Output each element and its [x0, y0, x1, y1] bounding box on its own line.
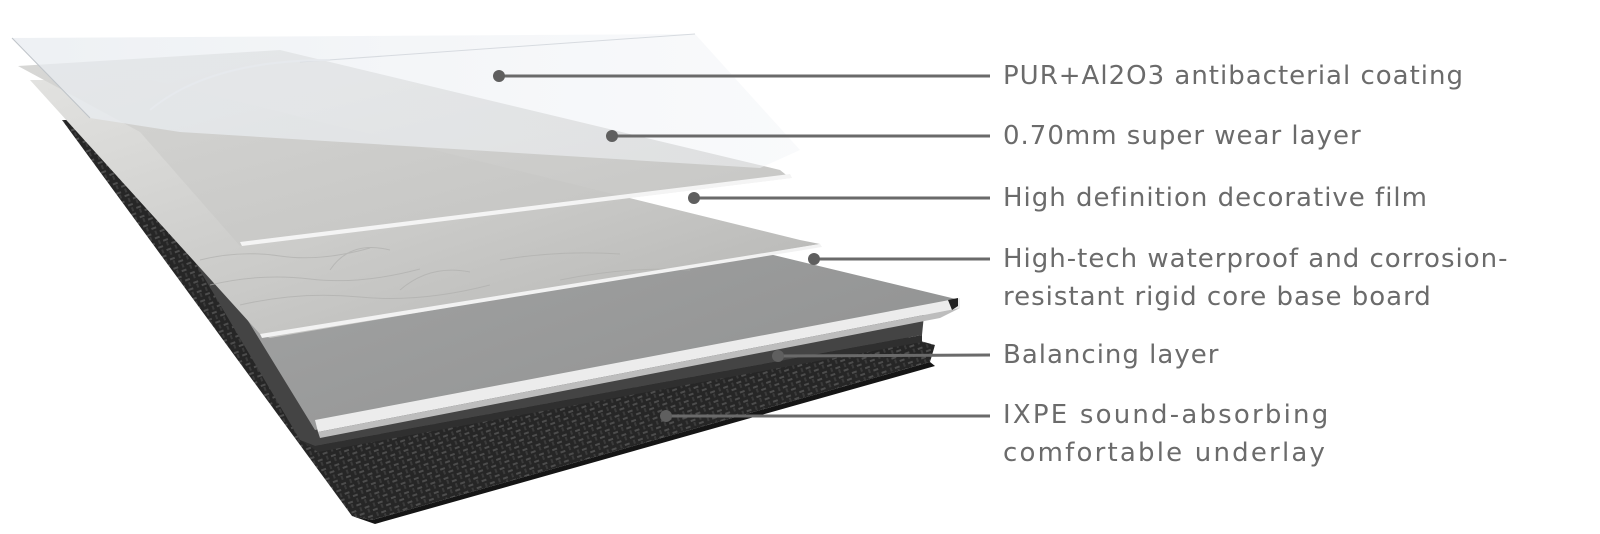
label-balancing-layer: Balancing layer — [1003, 336, 1219, 374]
label-rigid-core-line1: High-tech waterproof and corrosion- — [1003, 244, 1509, 274]
leader-film — [688, 192, 990, 204]
label-coating-text: PUR+Al2O3 antibacterial coating — [1003, 61, 1465, 91]
label-rigid-core-line2: resistant rigid core base board — [1003, 282, 1432, 312]
label-coating: PUR+Al2O3 antibacterial coating — [1003, 57, 1464, 95]
label-decorative-film: High definition decorative film — [1003, 179, 1428, 217]
coating-layer — [11, 33, 800, 168]
leader-underlay — [660, 410, 990, 422]
leader-dot-icon — [660, 410, 672, 422]
label-balancing-layer-text: Balancing layer — [1003, 340, 1220, 370]
leader-dot-icon — [808, 253, 820, 265]
leader-dot-icon — [688, 192, 700, 204]
label-underlay-line2: comfortable underlay — [1003, 438, 1328, 468]
leader-balancing — [772, 350, 991, 362]
leader-wear — [606, 130, 990, 142]
label-underlay-line1: IXPE sound-absorbing — [1003, 400, 1331, 430]
leader-dot-icon — [493, 70, 505, 82]
leader-dot-icon — [772, 350, 784, 362]
label-wear-layer-text: 0.70mm super wear layer — [1003, 121, 1362, 151]
label-underlay: IXPE sound-absorbing comfortable underla… — [1003, 396, 1330, 472]
label-decorative-film-text: High definition decorative film — [1003, 183, 1428, 213]
label-rigid-core: High-tech waterproof and corrosion- resi… — [1003, 240, 1508, 316]
leader-dot-icon — [606, 130, 618, 142]
label-wear-layer: 0.70mm super wear layer — [1003, 117, 1362, 155]
leader-coating — [493, 70, 990, 82]
leader-core — [808, 253, 990, 265]
